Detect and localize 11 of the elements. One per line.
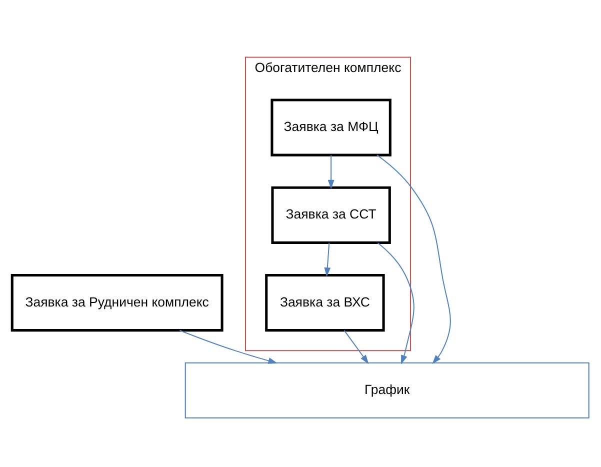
node-box: Заявка за МФЦ (270, 98, 392, 156)
node-box: Заявка за ВХС (265, 274, 385, 332)
arrow (328, 155, 334, 190)
arrow (376, 154, 451, 364)
node-box: Заявка за ССТ (271, 186, 391, 244)
arrow (324, 242, 331, 277)
arrow (377, 242, 414, 364)
node-box: Заявка за Рудничен комплекс (10, 274, 224, 332)
arrow (180, 330, 278, 364)
arrow (344, 330, 369, 364)
node-box: График (184, 362, 590, 418)
